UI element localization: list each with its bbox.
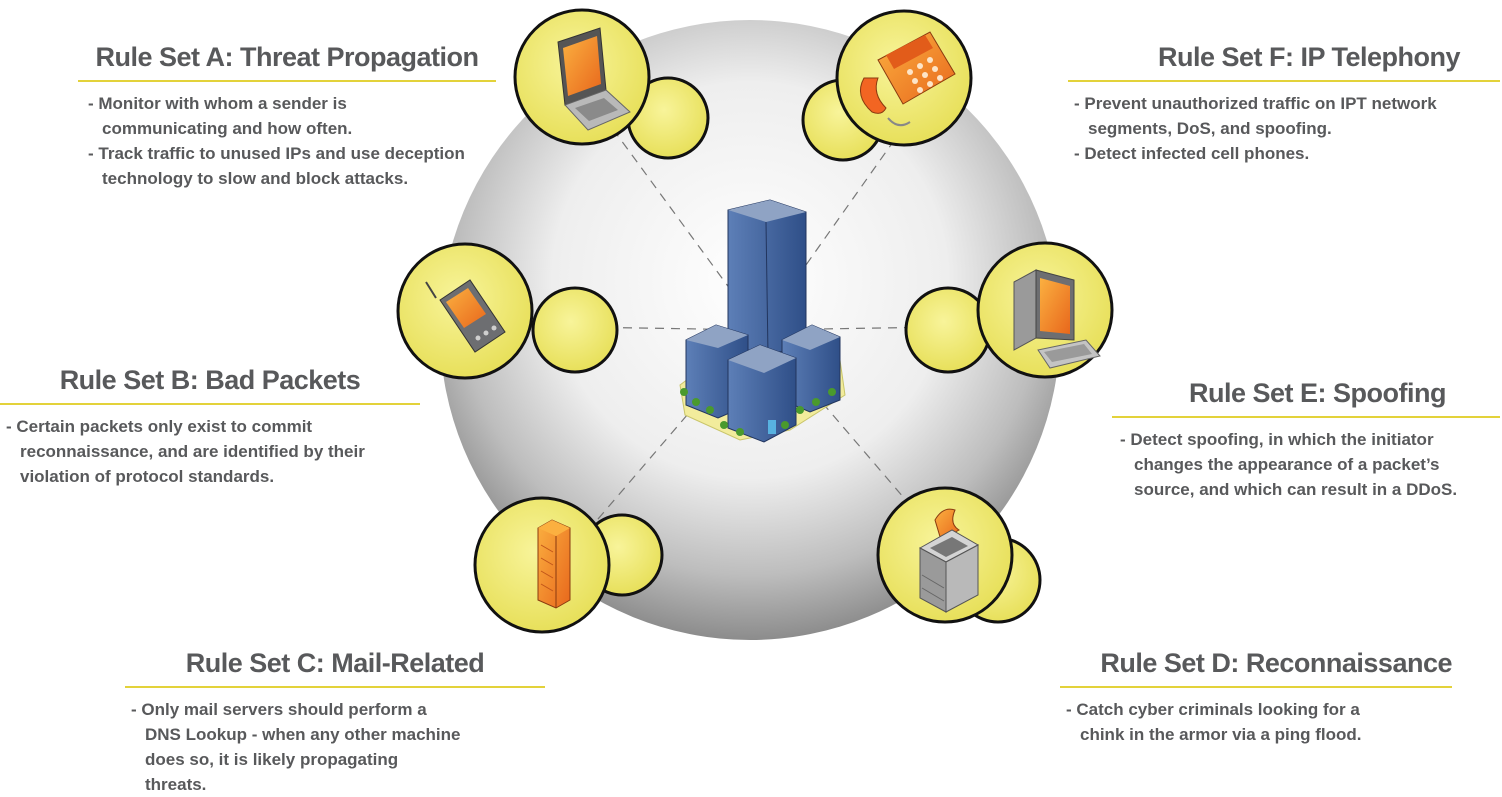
- ruleset-b-bullet-1: Certain packets only exist to commit rec…: [6, 414, 396, 489]
- bubble-b: [396, 242, 619, 380]
- ruleset-d: Rule Set D: Reconnaissance Catch cyber c…: [1060, 648, 1453, 747]
- server-icon: [537, 519, 571, 609]
- ruleset-f-bullet-1: Prevent unauthorized traffic on IPT netw…: [1074, 91, 1498, 141]
- ip-phone-icon: [859, 31, 956, 127]
- ruleset-c: Rule Set C: Mail-Related Only mail serve…: [125, 648, 545, 797]
- ruleset-c-divider: [125, 686, 545, 688]
- ruleset-f-title: Rule Set F: IP Telephony: [1157, 42, 1461, 72]
- office-buildings-icon: [679, 199, 846, 443]
- ruleset-e-title: Rule Set E: Spoofing: [1189, 378, 1447, 408]
- ruleset-e-bullet-1: Detect spoofing, in which the initiator …: [1120, 427, 1498, 502]
- ruleset-e: Rule Set E: Spoofing Detect spoofing, in…: [1112, 378, 1500, 502]
- ruleset-b-title: Rule Set B: Bad Packets: [59, 365, 361, 395]
- bubble-c: [473, 496, 664, 634]
- spoke-a: [609, 124, 761, 331]
- pda-icon: [425, 279, 506, 353]
- bubble-d: [876, 486, 1042, 624]
- bubble-f: [801, 9, 973, 162]
- ruleset-a-bullet-2: Track traffic to unused IPs and use dece…: [88, 141, 468, 191]
- ruleset-c-bullet-1: Only mail servers should perform a DNS L…: [131, 697, 461, 797]
- ruleset-f: Rule Set F: IP Telephony Prevent unautho…: [1068, 42, 1500, 166]
- ruleset-a-bullet-1: Monitor with whom a sender is communicat…: [88, 91, 468, 141]
- ruleset-c-title: Rule Set C: Mail-Related: [185, 648, 485, 678]
- desktop-computer-icon: [1013, 269, 1101, 369]
- spoke-c: [579, 329, 761, 541]
- bubble-e: [904, 241, 1114, 379]
- ruleset-a-title: Rule Set A: Threat Propagation: [95, 42, 479, 72]
- printer-icon: [918, 508, 980, 613]
- ruleset-d-divider: [1060, 686, 1452, 688]
- spoke-f: [759, 124, 906, 331]
- ruleset-d-title: Rule Set D: Reconnaissance: [1100, 648, 1452, 678]
- laptop-icon: [557, 27, 631, 131]
- ruleset-f-bullet-2: Detect infected cell phones.: [1074, 141, 1498, 166]
- bubble-a: [513, 8, 710, 160]
- ruleset-b-divider: [0, 403, 420, 405]
- ruleset-d-bullet-1: Catch cyber criminals looking for a chin…: [1066, 697, 1396, 747]
- ruleset-f-divider: [1068, 80, 1500, 82]
- ruleset-b: Rule Set B: Bad Packets Certain packets …: [0, 365, 420, 489]
- ruleset-a-divider: [78, 80, 496, 82]
- ruleset-e-divider: [1112, 416, 1500, 418]
- ruleset-a: Rule Set A: Threat Propagation Monitor w…: [78, 42, 496, 191]
